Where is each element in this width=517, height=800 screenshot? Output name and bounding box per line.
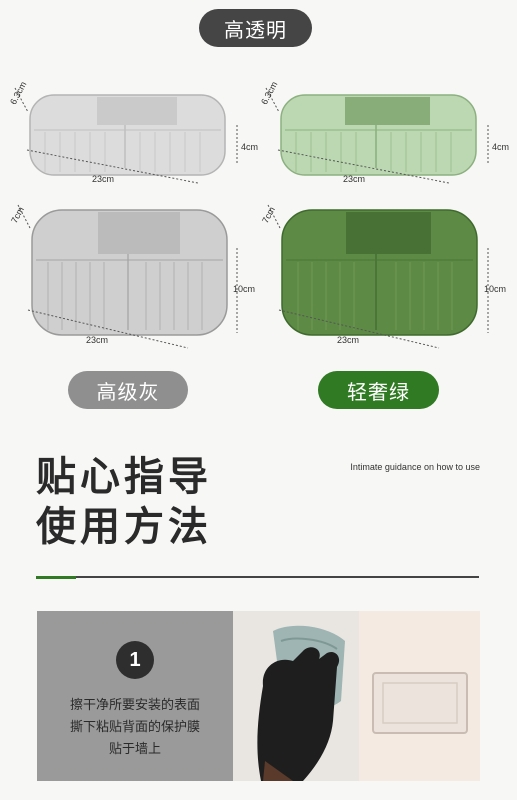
guide-subtitle-en: Intimate guidance on how to use xyxy=(350,462,480,472)
green-small-tray xyxy=(280,94,477,176)
green-tall-box xyxy=(281,209,478,336)
guide-title: 贴心指导 使用方法 xyxy=(36,454,212,550)
dimension-lines xyxy=(14,87,489,349)
adhesive-plate-image xyxy=(359,611,480,781)
mounted-plate-photo xyxy=(359,611,480,781)
step-line-2: 撕下粘贴背面的保护膜 xyxy=(69,720,200,735)
label-premium-gray: 高级灰 xyxy=(68,371,188,409)
step-line-3: 贴于墙上 xyxy=(108,742,161,757)
dim-width-large-gray: 23cm xyxy=(86,335,109,345)
section-divider xyxy=(36,576,479,578)
cleaning-photo xyxy=(233,611,359,781)
step-line-1: 擦干净所要安装的表面 xyxy=(69,698,200,713)
dim-width-large-green: 23cm xyxy=(337,335,360,345)
step-number-badge: 1 xyxy=(116,641,154,679)
clear-small-tray xyxy=(29,94,226,176)
section-divider-accent xyxy=(36,576,76,579)
label-luxury-green: 轻奢绿 xyxy=(318,371,439,409)
gray-tall-box xyxy=(31,209,228,336)
dim-width-small-green: 23cm xyxy=(343,174,366,184)
gloved-hand-cloth-image xyxy=(233,611,359,781)
step-text-panel: 1 擦干净所要安装的表面 撕下粘贴背面的保护膜 贴于墙上 xyxy=(37,611,233,781)
product-illustrations xyxy=(14,87,489,349)
dim-height-large-green: 10cm xyxy=(484,284,507,294)
dim-height-small-clear: 4cm xyxy=(241,142,259,152)
dim-height-small-green: 4cm xyxy=(492,142,510,152)
dim-height-large-gray: 10cm xyxy=(233,284,256,294)
step-card: 1 擦干净所要安装的表面 撕下粘贴背面的保护膜 贴于墙上 xyxy=(37,611,480,781)
dim-width-small-clear: 23cm xyxy=(92,174,115,184)
label-transparent: 高透明 xyxy=(199,9,312,47)
